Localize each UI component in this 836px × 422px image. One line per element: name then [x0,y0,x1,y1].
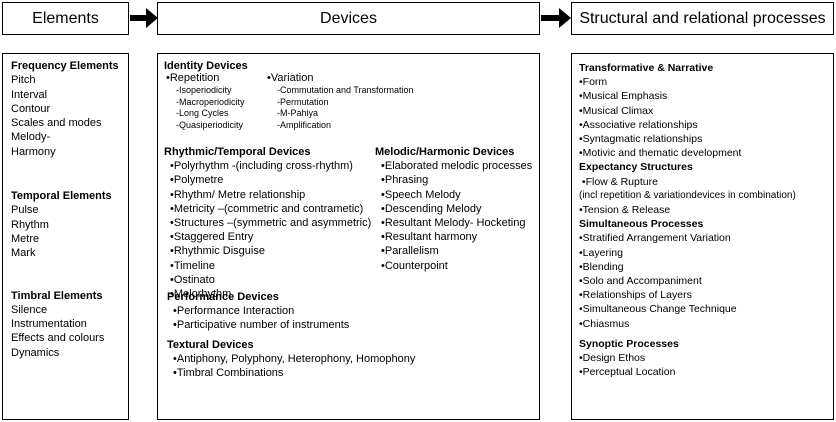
variation-label: •Variation [267,72,314,84]
rhythmic-devices-section: Rhythmic/Temporal Devices •Polyrhythm -(… [164,145,379,301]
list-item: Pulse [11,204,39,217]
list-item: •Polyrhythm -(including cross-rhythm) [170,160,353,173]
list-item: •Counterpoint [381,259,448,272]
list-item: •Simultaneous Change Technique [579,303,737,316]
structural-box [571,53,834,420]
performance-devices-section: Performance Devices •Performance Interac… [167,290,467,333]
elements-header-box: Elements [2,2,129,35]
elements-header: Elements [32,9,99,27]
list-item: -M-Pahiya [277,108,319,119]
list-item: •Ostinato [170,273,215,286]
rhythmic-devices-title: Rhythmic/Temporal Devices [164,146,311,158]
list-item: -Permutation [277,96,329,107]
list-item: -Macroperiodicity [176,96,245,107]
list-item: -Long Cycles [176,108,229,119]
list-item: •Melorhythm [170,288,232,301]
identity-devices-title: Identity Devices [164,60,248,72]
simultaneous-title: Simultaneous Processes [579,218,704,231]
list-item: -Quasiperiodicity [176,119,244,130]
synoptic-title: Synoptic Processes [579,337,679,350]
list-item: Harmony [11,145,56,158]
elements-box [2,53,129,420]
list-item: •Timbral Combinations [173,367,284,380]
list-item: •Design Ethos [579,352,646,365]
list-item: -Commutation and Transformation [277,85,414,96]
list-item: •Syntagmatic relationships [579,133,703,146]
devices-box [157,53,540,420]
list-item: Pitch [11,74,36,87]
list-item: •Flow & Rupture [579,175,658,188]
elements-column: Frequency Elements Pitch Interval Contou… [11,59,127,360]
list-item: •Speech Melody [381,188,461,201]
list-item: •Performance Interaction [173,305,295,318]
list-item: Metre [11,232,40,245]
list-item: Dynamics [11,346,60,359]
transformative-title: Transformative & Narrative [579,62,714,74]
list-item: •Solo and Accompaniment [579,275,702,288]
list-item: •Form [579,76,608,89]
timbral-elements-title: Timbral Elements [11,289,103,302]
list-item: Effects and colours [11,332,105,345]
list-item: •Resultant Melody- Hocketing [381,217,526,230]
list-item: Silence [11,303,48,316]
melodic-devices-section: Melodic/Harmonic Devices •Elaborated mel… [375,145,537,273]
list-item: •Participative number of instruments [173,319,350,332]
textural-devices-section: Textural Devices •Antiphony, Polyphony, … [167,338,527,381]
list-item: Interval [11,88,48,101]
arrow-right-icon [130,8,158,28]
list-item: •Relationships of Layers [579,289,692,302]
textural-devices-title: Textural Devices [167,339,254,351]
list-item: •Perceptual Location [579,366,676,379]
list-item: •Antiphony, Polyphony, Heterophony, Homo… [173,353,416,366]
list-item: •Blending [579,260,624,273]
expectancy-title: Expectancy Structures [579,161,693,174]
list-item: •Rhythmic Disguise [170,245,265,258]
arrow-right-icon [541,8,571,28]
identity-devices-section: Identity Devices [164,59,524,73]
list-item: •Metricity –(commetric and contrametic) [170,202,364,215]
list-item: •Staggered Entry [170,231,254,244]
structural-header-box: Structural and relational processes [571,2,834,35]
structural-header: Structural and relational processes [579,9,826,27]
variation-group: •Variation -Commutation and Transformati… [267,71,447,132]
list-item: Contour [11,102,51,115]
list-item: •Parallelism [381,245,439,258]
frequency-elements-title: Frequency Elements [11,60,119,72]
list-item: •Chiasmus [579,317,630,330]
performance-devices-title: Performance Devices [167,291,279,303]
devices-header-box: Devices [157,2,540,35]
list-item: •Associative relationships [579,118,698,131]
list-item: •Musical Climax [579,104,654,117]
list-item: •Structures –(symmetric and asymmetric) [170,217,372,230]
list-item: •Tension & Release [579,204,671,217]
list-item: •Descending Melody [381,202,482,215]
list-item: Rhythm [11,218,49,231]
list-item: Melody- [11,131,51,144]
list-item: -Amplification [277,119,332,130]
list-item: •Timeline [170,259,216,272]
list-item: •Resultant harmony [381,231,478,244]
list-item: •Musical Emphasis [579,90,668,103]
list-item: Mark [11,247,36,260]
list-item: Instrumentation [11,318,87,331]
list-item: Scales and modes [11,117,102,130]
list-item: •Rhythm/ Metre relationship [170,188,306,201]
list-item: •Layering [579,246,623,259]
melodic-devices-title: Melodic/Harmonic Devices [375,146,515,158]
list-item: •Elaborated melodic processes [381,160,533,173]
structural-column: Transformative & Narrative •Form •Musica… [579,61,831,379]
devices-header: Devices [320,9,377,27]
list-item: •Motivic and thematic development [579,147,742,160]
list-item: -Isoperiodicity [176,85,232,96]
temporal-elements-title: Temporal Elements [11,190,112,203]
list-item: •Stratified Arrangement Variation [579,232,731,245]
list-item: •Polymetre [170,174,224,187]
list-item: (incl repetition & variationdevices in c… [579,189,796,201]
list-item: •Phrasing [381,174,429,187]
repetition-group: •Repetition -Isoperiodicity -Macroperiod… [166,71,266,132]
repetition-label: •Repetition [166,72,220,84]
